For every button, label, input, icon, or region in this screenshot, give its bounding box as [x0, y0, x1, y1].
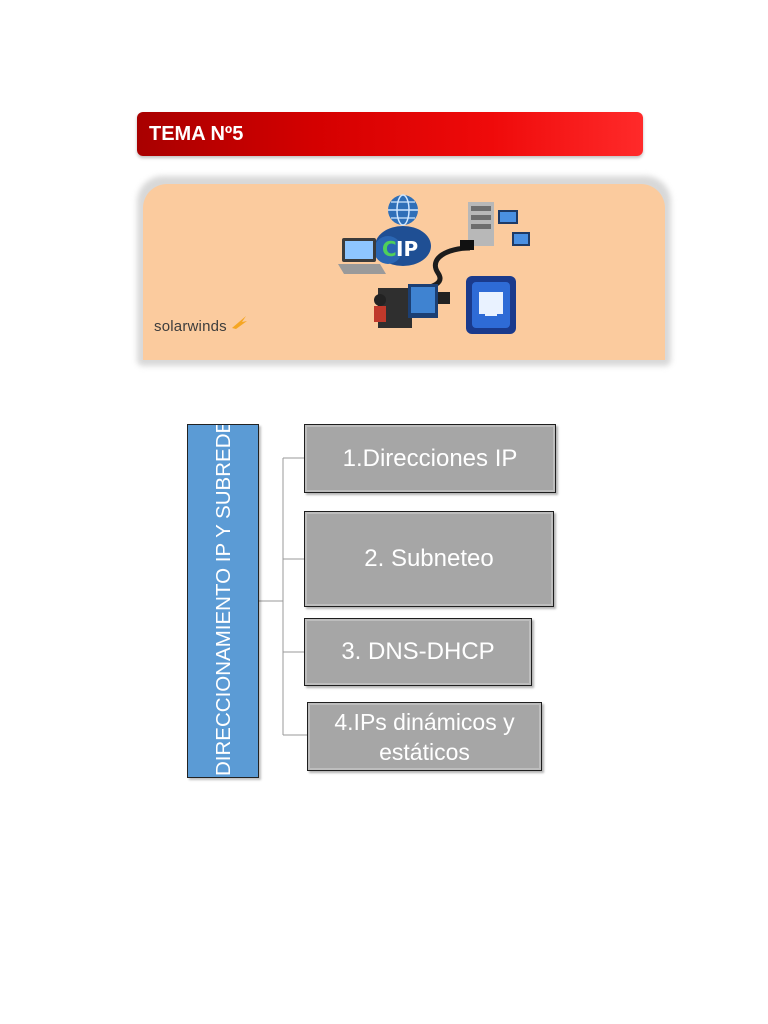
topic-banner: C IP [143, 184, 665, 360]
server-icon [468, 202, 530, 246]
laptop-icon [338, 238, 386, 274]
subtopic-box-4: 4.IPs dinámicos y estáticos [307, 702, 542, 771]
subtopic-label-4: 4.IPs dinámicos y estáticos [334, 708, 515, 765]
subtopic-label-2: 2. Subneteo [364, 545, 494, 572]
subtopic-label-3: 3. DNS-DHCP [341, 638, 495, 665]
subtopic-label-1: 1.Direcciones IP [342, 444, 518, 472]
root-topic-box: DIRECCIONAMIENTO IP Y SUBREDES- SERVICIO… [187, 424, 259, 778]
brand-name: solarwinds [154, 318, 227, 335]
person-at-desk-icon [374, 284, 438, 328]
cloud-ip-icon: C IP [374, 226, 431, 266]
globe-icon [388, 194, 418, 226]
svg-text:C: C [382, 237, 397, 261]
topic-title: TEMA Nº5 [149, 122, 244, 145]
topic-title-bar: TEMA Nº5 [137, 112, 643, 156]
ethernet-port-icon [466, 276, 516, 334]
subtopic-box-1: 1.Direcciones IP [304, 424, 556, 493]
subtopic-box-2: 2. Subneteo [304, 511, 554, 607]
subtopic-box-3: 3. DNS-DHCP [304, 618, 532, 686]
network-illustration: C IP [338, 194, 530, 334]
flame-icon [231, 315, 247, 329]
brand-logo: solarwinds [154, 315, 248, 335]
root-topic-label: DIRECCIONAMIENTO IP Y SUBREDES- SERVICIO… [212, 424, 235, 776]
svg-text:IP: IP [396, 237, 418, 261]
